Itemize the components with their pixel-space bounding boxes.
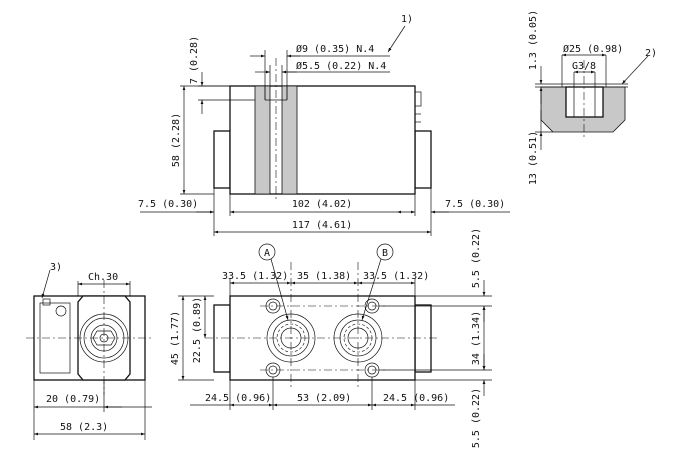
side-hex-fitting [77, 295, 131, 381]
detail-view: 1.3 (0.05) 13 (0.51) Ø25 (0.98) G3/8 2) [528, 10, 657, 185]
side-width-label: 58 (2.3) [60, 422, 108, 433]
port-b-marker [376, 243, 394, 261]
front-height-label: 45 (1.77) [170, 311, 181, 365]
side-offset-label: 20 (0.79) [46, 394, 100, 405]
front-hole-span-label: 34 (1.34) [471, 311, 482, 365]
front-view: A B 33.5 (1.32) 35 (1.38) 33.5 (1.32) 45… [170, 228, 492, 448]
callout-3: 3) [50, 262, 62, 273]
top-hole-small-label: Ø5.5 (0.22) N.4 [296, 60, 386, 72]
top-view: Ø9 (0.35) N.4 Ø5.5 (0.22) N.4 1) 7 (0.28… [138, 14, 510, 236]
port-a-marker [258, 243, 276, 261]
port-b-label: B [382, 248, 388, 259]
top-pin [414, 91, 422, 107]
front-right-pitch-label: 33.5 (1.32) [363, 271, 429, 282]
port-a-label: A [264, 248, 270, 259]
top-body-length-label: 102 (4.02) [292, 199, 352, 210]
front-top-margin-label: 5.5 (0.22) [471, 228, 482, 288]
front-right-boss [414, 304, 432, 373]
front-center-pitch-label: 35 (1.38) [297, 271, 351, 282]
front-bottom-margin-label: 5.5 (0.22) [471, 388, 482, 448]
callout-2: 2) [645, 48, 657, 59]
side-view: Ch.30 3) 20 (0.79) 58 (2.3) [26, 262, 152, 440]
top-hole-large-label: Ø9 (0.35) N.4 [296, 43, 374, 55]
front-bottom-right-label: 24.5 (0.96) [383, 393, 449, 404]
front-left-pitch-label: 33.5 (1.32) [222, 271, 288, 282]
front-bottom-center-label: 53 (2.09) [297, 393, 351, 404]
front-left-boss [213, 304, 231, 373]
top-depth-label: 7 (0.28) [189, 36, 200, 84]
top-right-boss [414, 130, 432, 189]
top-right-offset-label: 7.5 (0.30) [445, 199, 505, 210]
callout-1: 1) [401, 14, 413, 25]
side-wrench-label: Ch.30 [88, 272, 118, 283]
top-left-boss [213, 130, 231, 189]
top-overall-length-label: 117 (4.61) [292, 220, 352, 231]
detail-diameter-label: Ø25 (0.98) [563, 43, 623, 55]
top-counterbore-section [254, 85, 298, 195]
side-plate-screw [55, 305, 67, 317]
top-height-label: 58 (2.28) [171, 113, 182, 167]
detail-top-offset-label: 1.3 (0.05) [528, 10, 539, 70]
front-bottom-left-label: 24.5 (0.96) [205, 393, 271, 404]
detail-thread-label: G3/8 [572, 61, 596, 72]
front-half-height-label: 22.5 (0.89) [192, 297, 203, 363]
top-left-offset-label: 7.5 (0.30) [138, 199, 198, 210]
detail-port [565, 86, 604, 118]
detail-depth-label: 13 (0.51) [528, 131, 539, 185]
